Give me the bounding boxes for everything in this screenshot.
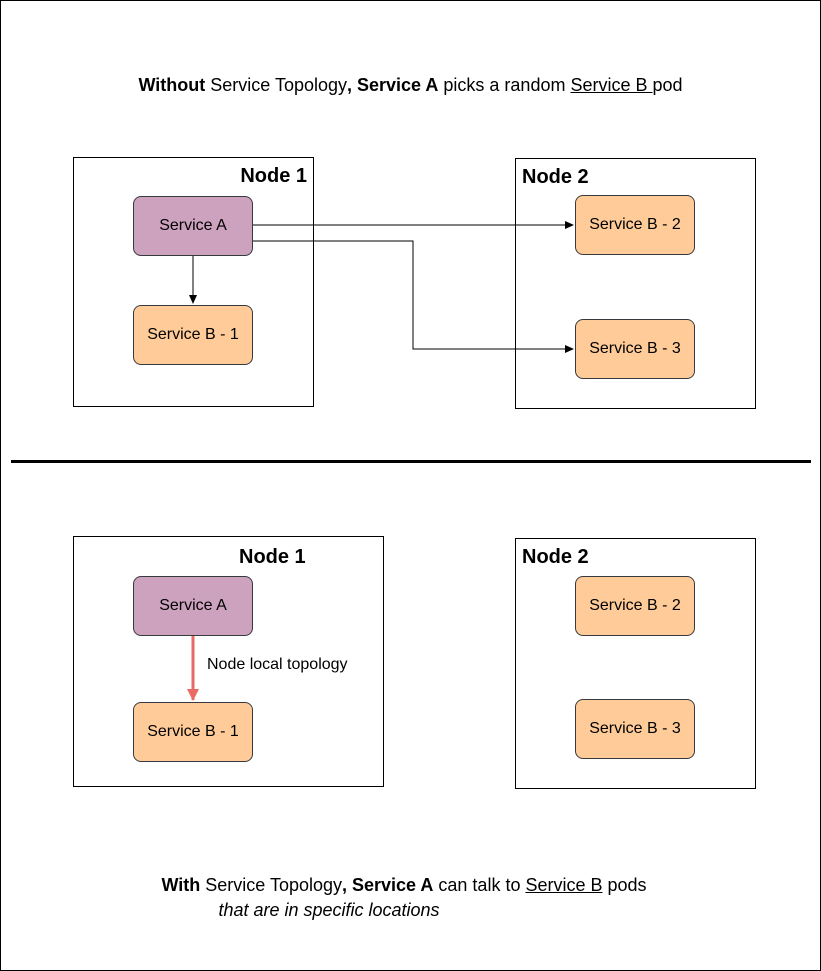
bottom-caption: With Service Topology, Service A can tal… — [1, 874, 807, 896]
top-service-a: Service A — [133, 196, 253, 256]
top-caption-service-a: , Service A — [347, 75, 439, 95]
top-service-b-1: Service B - 1 — [133, 305, 253, 365]
bottom-caption-service-b: Service B — [525, 875, 603, 895]
edge-a-to-b3 — [253, 240, 574, 353]
top-service-b-2: Service B - 2 — [575, 195, 695, 255]
bottom-node-1-title: Node 1 — [239, 546, 306, 568]
top-node-1-title: Node 1 — [240, 165, 307, 187]
bottom-caption-can-talk: can talk to — [433, 875, 526, 895]
top-caption-pod: pod — [652, 75, 683, 95]
top-service-b-3: Service B - 3 — [575, 319, 695, 379]
bottom-caption-service-a: , Service A — [342, 875, 434, 895]
top-caption-service-b: Service B — [570, 75, 653, 95]
bottom-caption-service-topology: Service Topology — [200, 875, 343, 895]
top-caption-service-topology: Service Topology — [205, 75, 348, 95]
bottom-node-2-title: Node 2 — [522, 546, 589, 568]
top-node-2-title: Node 2 — [522, 166, 589, 188]
bottom-caption-line-2: that are in specific locations — [1, 899, 657, 921]
top-caption-picks: picks a random — [438, 75, 571, 95]
section-divider — [11, 460, 811, 463]
top-caption: Without Service Topology, Service A pick… — [1, 74, 820, 96]
bottom-caption-pods: pods — [602, 875, 647, 895]
top-caption-without: Without — [138, 75, 206, 95]
bottom-caption-locations: that are in specific locations — [218, 900, 440, 920]
bottom-service-b-1: Service B - 1 — [133, 702, 253, 762]
bottom-service-a: Service A — [133, 576, 253, 636]
bottom-service-b-2: Service B - 2 — [575, 576, 695, 636]
node-local-topology-label: Node local topology — [207, 656, 348, 673]
bottom-caption-with: With — [161, 875, 201, 895]
bottom-service-b-3: Service B - 3 — [575, 699, 695, 759]
